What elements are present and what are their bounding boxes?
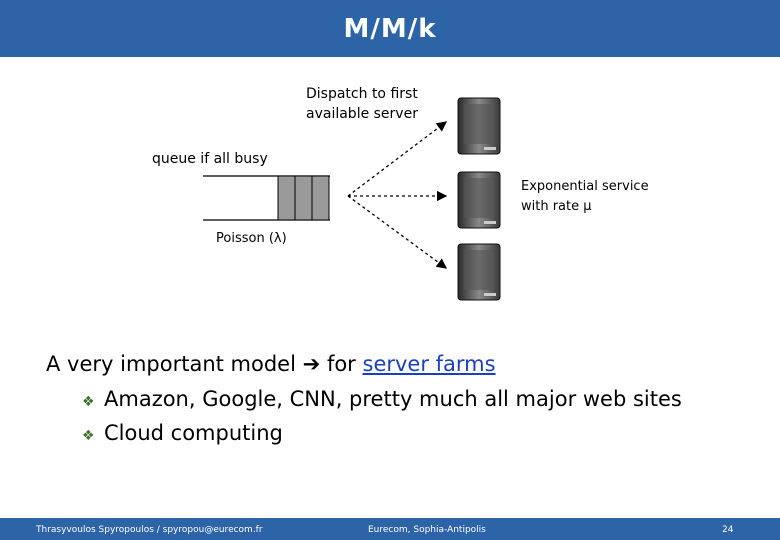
diamond-bullet-icon: ❖ [82, 428, 95, 444]
bullet-text: Cloud computing [104, 421, 283, 445]
queue-slot [277, 175, 296, 221]
queue-slot [311, 175, 330, 221]
dispatch-label-line1: Dispatch to first [306, 86, 418, 102]
service-label: Exponential service with rate μ [521, 177, 649, 217]
dispatch-arrow-bottom [347, 195, 448, 269]
queue-slot [294, 175, 313, 221]
bullet-text: Amazon, Google, CNN, pretty much all maj… [104, 387, 682, 411]
service-label-line2: with rate μ [521, 199, 592, 214]
main-statement: A very important model ➔ for server farm… [46, 352, 496, 376]
queue-label: queue if all busy [152, 151, 268, 167]
server-farms-link[interactable]: server farms [362, 352, 496, 376]
server-icon [457, 243, 501, 301]
title-bar [0, 0, 780, 57]
dispatch-arrow-top [347, 121, 448, 197]
server-icon [457, 171, 501, 229]
page-number: 24 [722, 525, 734, 535]
statement-prefix: A very important model [46, 352, 296, 376]
footer-bar [0, 518, 780, 540]
dispatch-label: Dispatch to first available server [306, 84, 418, 124]
service-label-line1: Exponential service [521, 179, 649, 194]
arrival-label: Poisson (λ) [216, 231, 287, 246]
footer-institution: Eurecom, Sophia-Antipolis [368, 525, 486, 535]
dispatch-label-line2: available server [306, 106, 418, 122]
diamond-bullet-icon: ❖ [82, 394, 95, 410]
server-icon [457, 97, 501, 155]
bullet-item: ❖ Cloud computing [82, 421, 283, 445]
arrow-right-icon: ➔ [302, 352, 321, 376]
slide-title: M/M/k [343, 14, 437, 44]
footer-author: Thrasyvoulos Spyropoulos / spyropou@eure… [36, 525, 263, 535]
statement-middle: for [326, 352, 356, 376]
bullet-item: ❖ Amazon, Google, CNN, pretty much all ma… [82, 387, 682, 411]
